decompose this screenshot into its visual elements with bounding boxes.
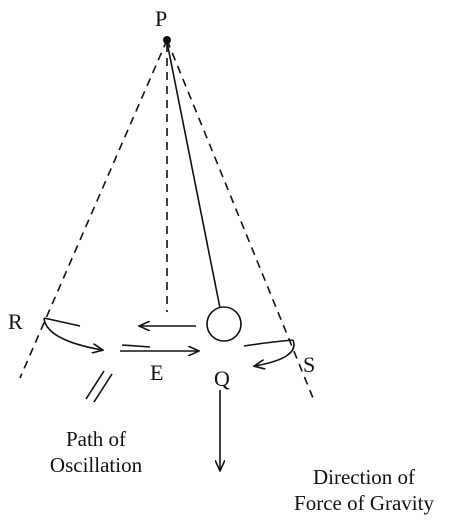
oscillation-path-right-arrow bbox=[255, 339, 295, 366]
pendulum-bob bbox=[206, 306, 242, 342]
path-hatch-mark-1 bbox=[85, 370, 105, 400]
caption-path-line2: Oscillation bbox=[50, 453, 143, 477]
label-pivot: P bbox=[155, 6, 167, 31]
label-bob-point: Q bbox=[214, 366, 230, 391]
label-equilibrium: E bbox=[150, 360, 163, 385]
oscillation-path-left-arrow bbox=[43, 317, 102, 350]
label-right-extreme: S bbox=[303, 352, 315, 377]
path-hatch-mark-2 bbox=[93, 373, 113, 403]
pendulum-string bbox=[166, 41, 221, 309]
left-extreme-dashed-line bbox=[19, 39, 168, 379]
caption-gravity-line2: Force of Gravity bbox=[294, 491, 434, 515]
oscillation-path-right bbox=[243, 339, 294, 347]
caption-path-line1: Path of bbox=[66, 427, 126, 451]
label-left-extreme: R bbox=[8, 309, 23, 334]
oscillation-path-left bbox=[43, 317, 81, 327]
right-extreme-dashed-line bbox=[166, 39, 314, 399]
caption-gravity-line1: Direction of bbox=[313, 465, 415, 489]
oscillation-path-center-segment bbox=[121, 344, 151, 348]
